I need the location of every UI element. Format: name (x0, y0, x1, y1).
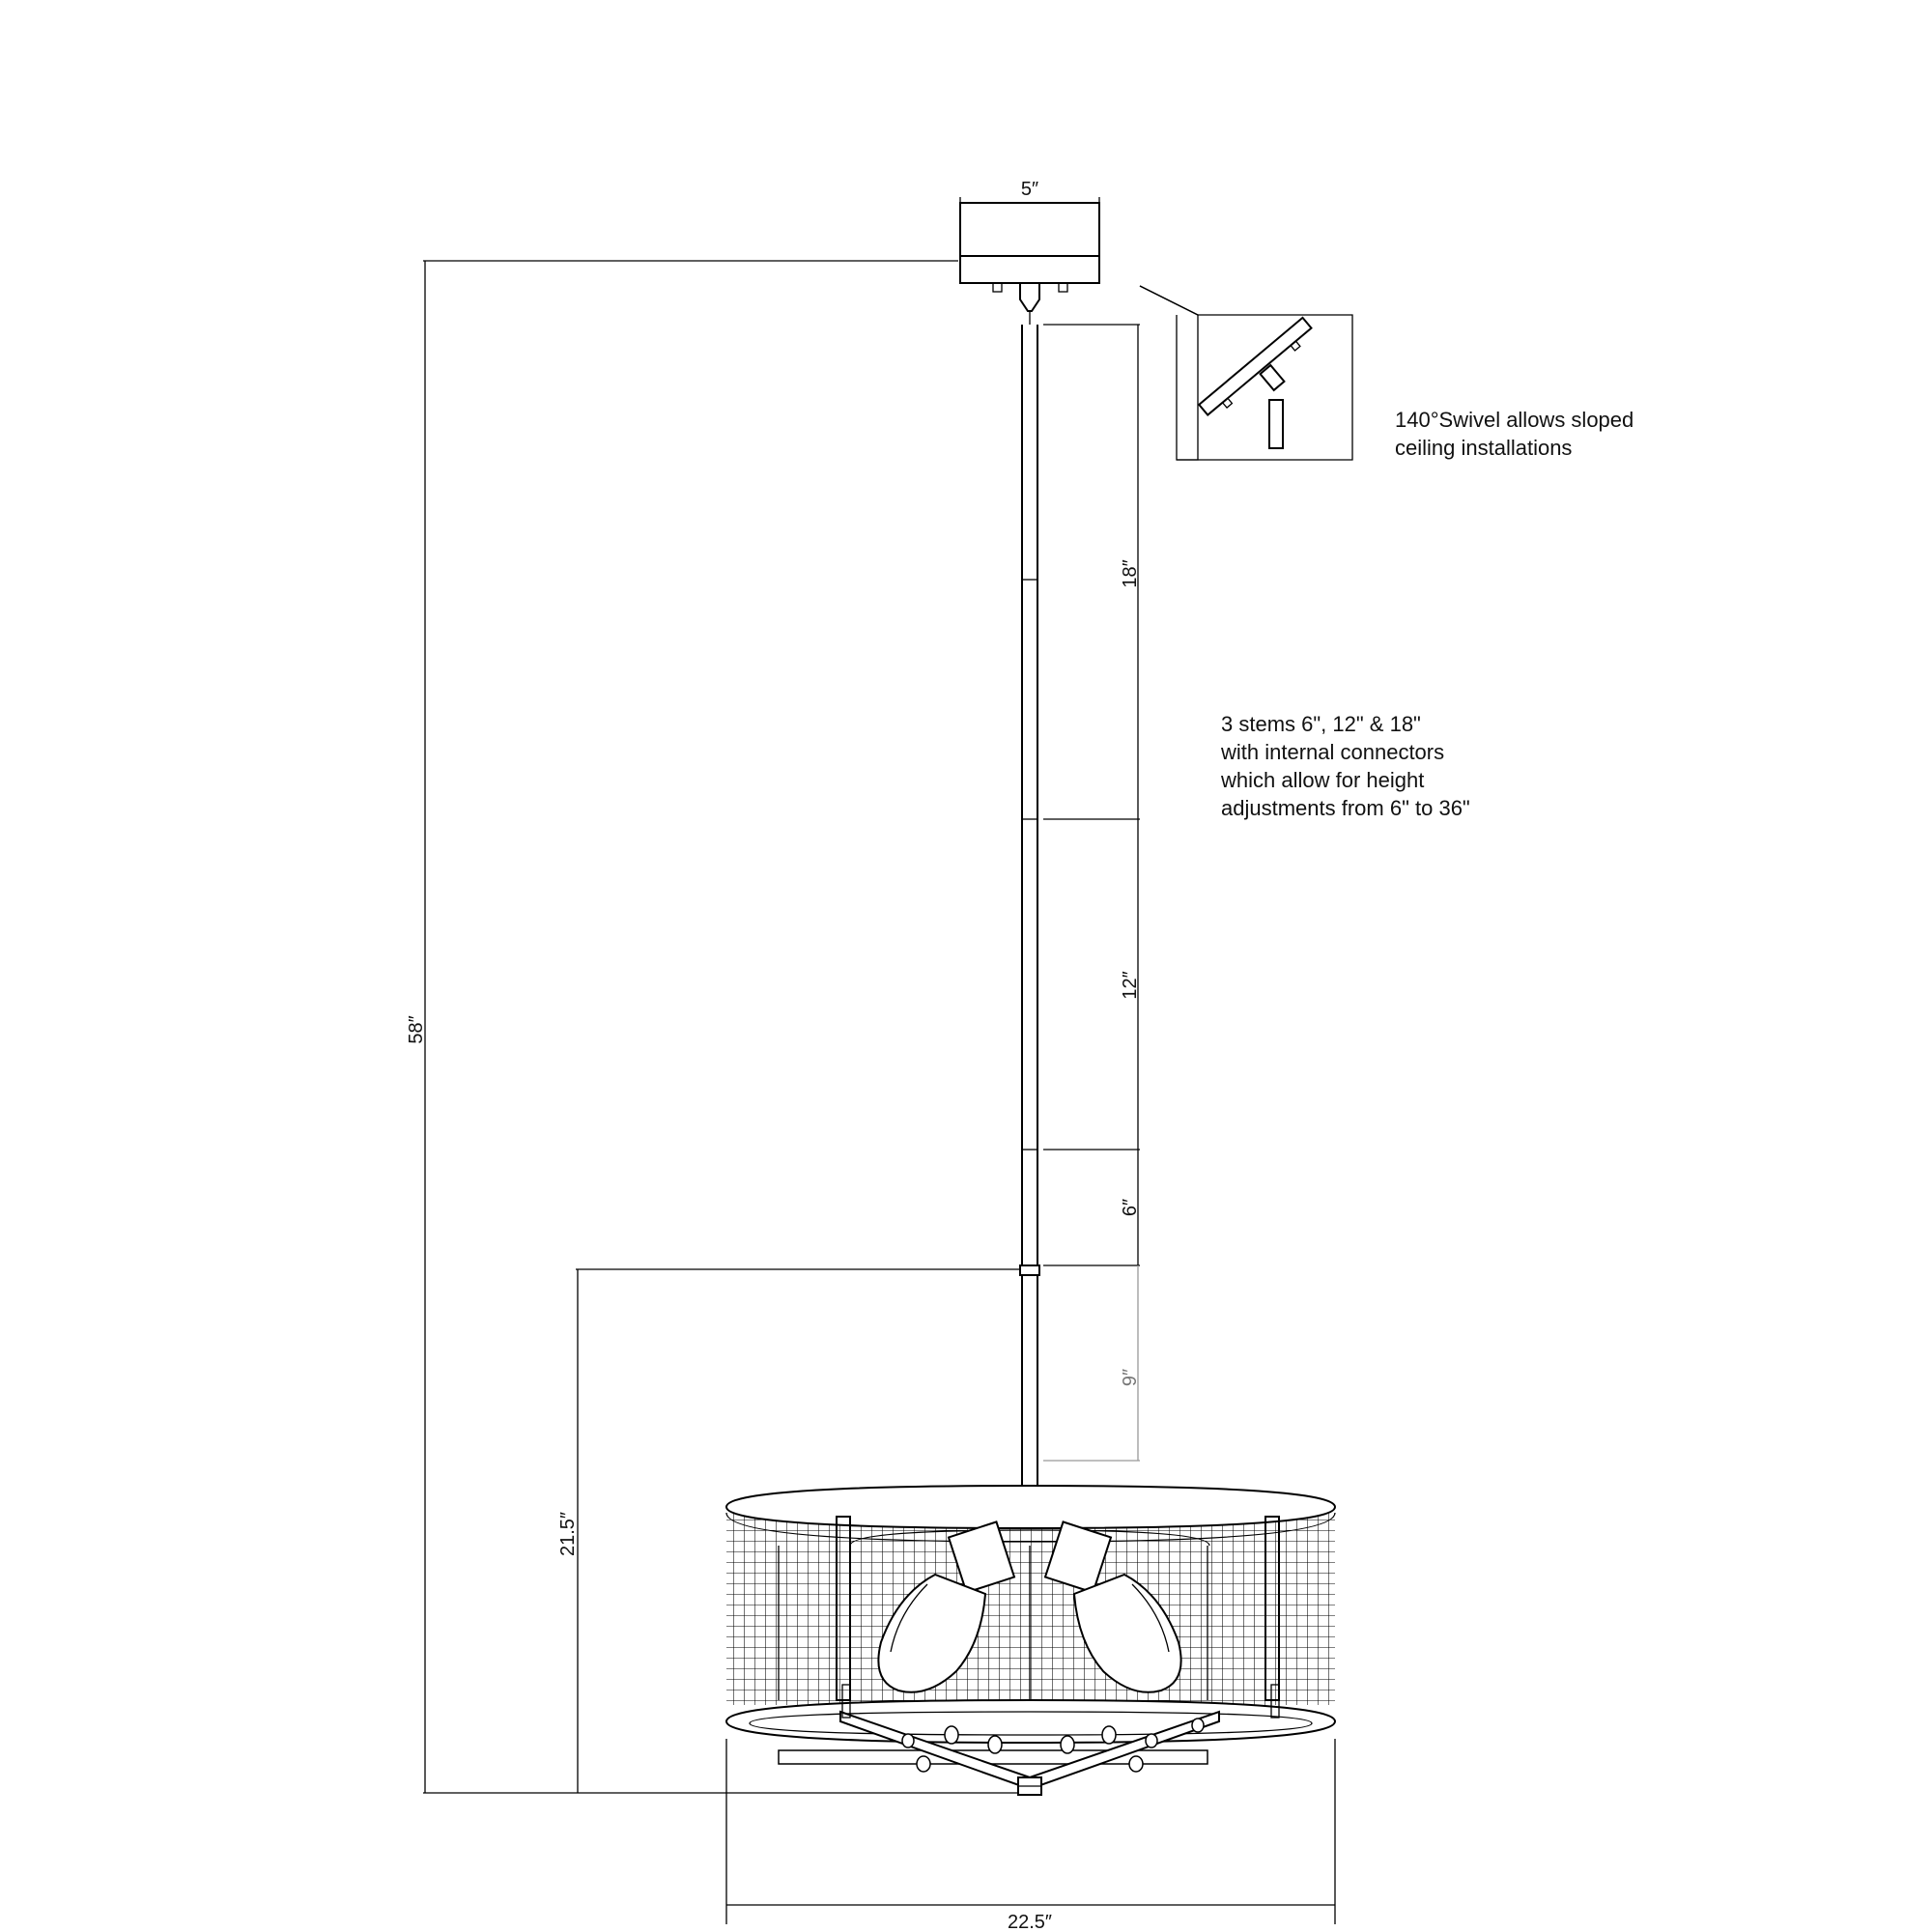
bulb-right (1043, 1520, 1182, 1693)
fixture-height-dimension (576, 1268, 1020, 1793)
stem-6-label: 6″ (1120, 1199, 1141, 1216)
fixture-width-dimension (725, 1739, 1336, 1924)
canopy-width-label: 5″ (1021, 179, 1038, 200)
fixture-width-label: 22.5″ (1008, 1912, 1052, 1932)
rivets (901, 1718, 1205, 1773)
stem (1019, 325, 1040, 1486)
fixture-height-label: 21.5″ (557, 1512, 579, 1556)
stems-note: 3 stems 6", 12" & 18" with internal conn… (1221, 712, 1470, 820)
swivel-detail-callout (1139, 285, 1353, 461)
swivel-note: 140°Swivel allows sloped ceiling install… (1395, 408, 1634, 460)
bulb-left (877, 1520, 1016, 1693)
overall-height-label: 58″ (406, 1015, 427, 1043)
stem-dimension-lines (1043, 324, 1140, 1462)
ceiling-canopy (959, 197, 1100, 325)
stem-18-label: 18″ (1120, 559, 1141, 587)
overall-height-dimension (423, 260, 1022, 1794)
cage-fixture (724, 1484, 1337, 1796)
fixed-stem-label: 9″ (1120, 1369, 1141, 1386)
stem-12-label: 12″ (1120, 971, 1141, 999)
